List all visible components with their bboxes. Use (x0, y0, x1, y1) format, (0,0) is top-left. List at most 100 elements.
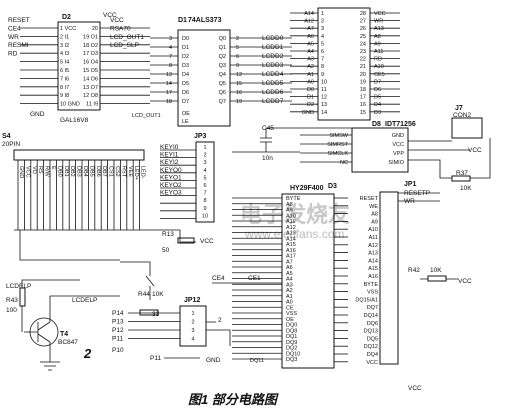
s4-pin-label: DB5 (88, 166, 94, 177)
s4-pin-label: DB2 (69, 166, 75, 177)
d3-top-right-num: 18 (360, 87, 366, 93)
jp12-dq: DQ11 (250, 358, 264, 364)
s4-pin-label: R/W (44, 166, 50, 178)
jp12-label: P14 (112, 310, 124, 317)
connector-j7-vcc: VCC (468, 147, 482, 154)
d3-left-pin: A12 (286, 225, 296, 231)
d3-right-pin: VSS (367, 290, 378, 296)
chip-d1-name: D1 (178, 17, 187, 24)
connector-s4-body (13, 149, 145, 161)
d2-right-pin: 20 (92, 26, 98, 32)
d8-left-label: SIMRST (327, 142, 348, 148)
d3-top-left-num: 3 (321, 26, 324, 32)
r42-symbol (427, 275, 447, 282)
d3-right-pin: WE (369, 204, 378, 210)
d3-top-right-label: D6 (374, 87, 381, 93)
d2-left-pin: 9 I8 (60, 93, 69, 99)
jp3-pin-num: 1 (203, 145, 206, 151)
d3-top-left-num: 4 (321, 34, 324, 40)
connector-j7-name: J7 (455, 105, 463, 112)
d3-right-pin: DQ5 (367, 336, 378, 342)
r50-value: 50 (162, 247, 170, 254)
d3-top-right-label: A9 (374, 41, 381, 47)
s4-pin-label: LED- (140, 166, 146, 179)
d2-left-label: RESMI (8, 42, 29, 49)
t4-symbol (24, 296, 51, 360)
s4-pin-label: RS (37, 166, 43, 174)
d1-right-label: LCDD4 (262, 71, 284, 78)
d3-right-pin: RESET (360, 196, 379, 202)
c45-value: 10n (262, 155, 273, 162)
s4-pin-label: RST (120, 166, 126, 178)
d3-left-pin: A7 (286, 259, 293, 265)
d3-top-right-num: 22 (360, 57, 366, 63)
d2-right-label: VCC (110, 17, 124, 24)
d3-left-pin: A13 (286, 231, 296, 237)
d3-left-pin: DQ8 (286, 328, 297, 334)
d3-top-left-num: 7 (321, 57, 324, 63)
jp3-label: KEYI1 (160, 152, 179, 159)
d3-top-left-label: GND (302, 110, 314, 116)
d2-right-label: LCD_SLP (110, 42, 139, 49)
d8-right-label: VCC (392, 142, 404, 148)
d3-top-left-label: A4 (307, 49, 314, 55)
d3-right-pin: A14 (368, 258, 378, 264)
jp3-pin-num: 4 (203, 168, 206, 174)
capacitor-c45: C45 10n (232, 125, 352, 162)
d1-left-num: 17 (166, 90, 172, 96)
d3-top-left-num: 6 (321, 49, 324, 55)
d3-top-right-num: 20 (360, 72, 366, 78)
jp3-pin-num: 8 (203, 198, 206, 204)
header-jp12-name: JP12 (184, 297, 200, 304)
jp3-label: KEYI0 (160, 144, 179, 151)
p11-bottom: P11 (150, 355, 161, 362)
d2-left-pin: 1 VCC (60, 26, 76, 32)
connector-j7: J7 CON2 VCC R37 10K (408, 105, 491, 192)
s4-pin-label: CS2 (114, 166, 120, 177)
watermark-text: 电子发烧友 (240, 202, 350, 227)
d1-q-pin: Q7 (219, 99, 226, 105)
d2-right-pin: 15 O5 (83, 68, 98, 74)
transistor-t4: T4 BC847 LCDELP LCDELP R43 100 2 (6, 279, 120, 371)
header-jp12-body (179, 305, 207, 347)
pot-value: 10K (152, 291, 164, 298)
r13-symbol (177, 237, 195, 244)
d3-right-pin: DQ4 (367, 352, 378, 358)
d3-top-left-num: 2 (321, 19, 324, 25)
gnd-icon (40, 360, 60, 371)
d1-q-pin: Q0 (219, 36, 226, 42)
c45-name: C45 (262, 125, 274, 132)
d2-right-pin: 19 O1 (83, 34, 98, 40)
jp3-pin-num: 3 (203, 160, 206, 166)
r43-name: R43 (6, 297, 18, 304)
watermark: 电子发烧友 www.elecfans.com (240, 202, 350, 241)
d3-top-left-num: 5 (321, 41, 324, 47)
jp12-gnd: GND (206, 357, 221, 364)
d3-top-left-label: A7 (307, 26, 314, 32)
d3-top-right-label: RD (374, 57, 382, 63)
d3-top-left-label: A1 (307, 72, 314, 78)
d3-top-right-num: 21 (360, 64, 366, 70)
jp12-label: P13 (112, 319, 124, 326)
d2-right-pin: 11 I9 (86, 102, 98, 108)
jp12-wires (206, 321, 231, 346)
d2-right-pin: 17 O3 (83, 51, 98, 57)
r13-vcc: VCC (200, 238, 214, 245)
d1-d-pin: D2 (182, 54, 189, 60)
d3-top-right-label: A8 (374, 34, 381, 40)
d3-top-right-label: CE5 (374, 72, 385, 78)
d3-left-pin: DQ1 (286, 334, 297, 340)
d3-left-pin: DQ2 (286, 346, 297, 352)
d8-right-label: SIMIO (388, 160, 404, 166)
d3-top-left-label: A3 (307, 57, 314, 63)
d3-right-pin: DQ12 (364, 344, 378, 350)
chip-d3-top-body (317, 7, 371, 121)
jp3-label: KEYI2 (160, 159, 179, 166)
jp3-label: KEYO1 (160, 174, 182, 181)
d1-right-num: 5 (236, 45, 239, 51)
jp12-pin-num: 3 (191, 328, 194, 334)
